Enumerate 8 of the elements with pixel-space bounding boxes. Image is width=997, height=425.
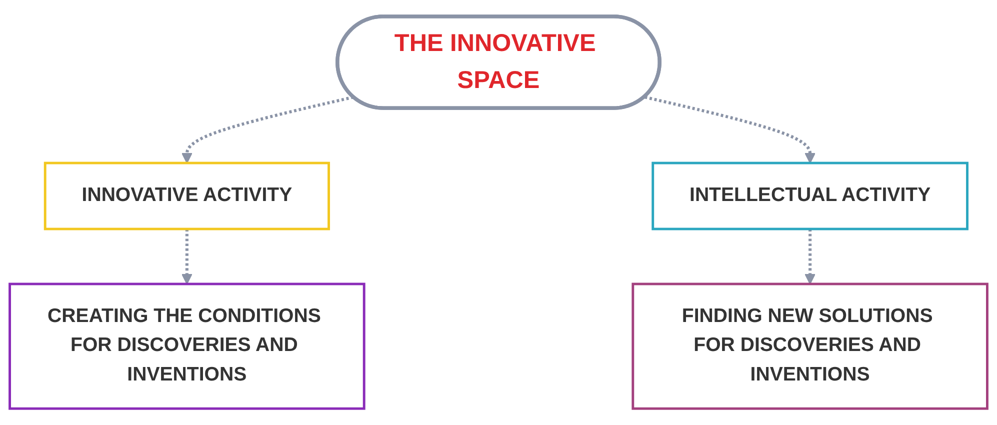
arrow <box>804 229 816 284</box>
node-box: CREATING THE CONDITIONS FOR DISCOVERIES AND INVENTIONS <box>8 282 366 410</box>
node-box: INNOVATIVE ACTIVITY <box>44 162 330 230</box>
arrow <box>182 229 192 284</box>
arrow <box>644 96 816 164</box>
node-box: FINDING NEW SOLUTIONS FOR DISCOVERIES AND INVENTIONS <box>632 282 988 410</box>
node-box: INTELLECTUAL ACTIVITY <box>652 162 968 230</box>
arrow <box>182 96 354 164</box>
